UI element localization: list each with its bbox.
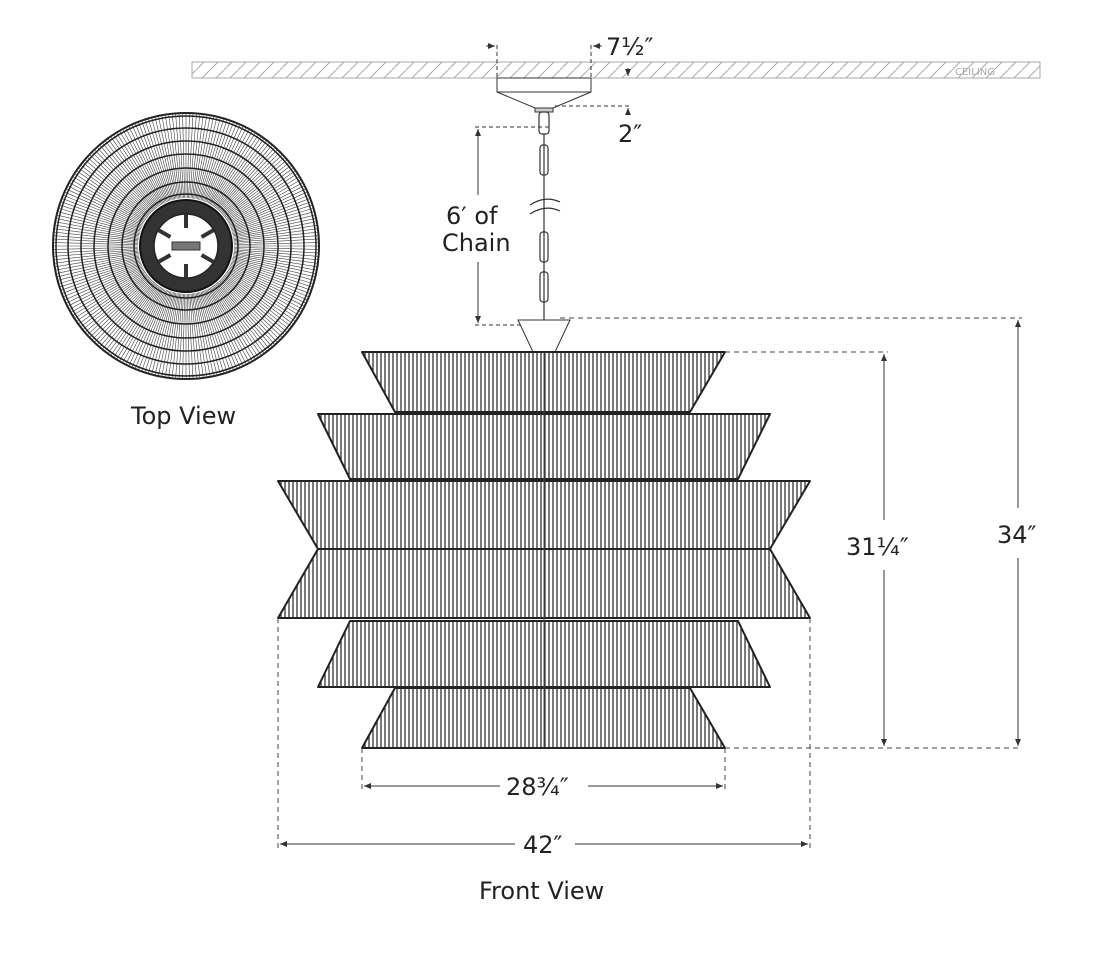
top-view-stroke [157,228,172,239]
top-view-stroke [121,181,251,311]
chain-label-line1: 6′ of [446,202,498,230]
top-view-stroke [200,228,215,239]
top-view [52,112,320,380]
top-view-stroke [200,253,215,264]
front-view-label: Front View [479,877,604,905]
canopy-width-dimension [496,45,592,78]
chain [529,111,561,320]
ceiling-label: CEILING [955,67,995,78]
front-view-shade [277,351,811,749]
shade-height-label: 31¼″ [846,533,909,561]
top-view-stroke [171,241,201,251]
ceiling: CEILING [191,61,1041,79]
top-bottom-width-label: 28¾″ [506,773,569,801]
top-view-stroke [55,115,317,377]
max-width-label: 42″ [523,831,563,859]
top-view-stroke [93,153,279,339]
top-view-label: Top View [130,402,236,430]
chain-label-line2: Chain [442,229,511,257]
shade-hanger [517,319,571,353]
overall-height-label: 34″ [997,521,1037,549]
canopy [496,77,592,113]
top-view-stroke [133,193,239,299]
canopy-width-label: 7½″ [606,33,654,61]
canopy-height-label: 2″ [618,120,642,148]
top-view-stroke [80,140,292,352]
top-view-stroke [67,127,305,365]
top-view-stroke [107,167,265,325]
top-view-stroke [157,253,172,264]
